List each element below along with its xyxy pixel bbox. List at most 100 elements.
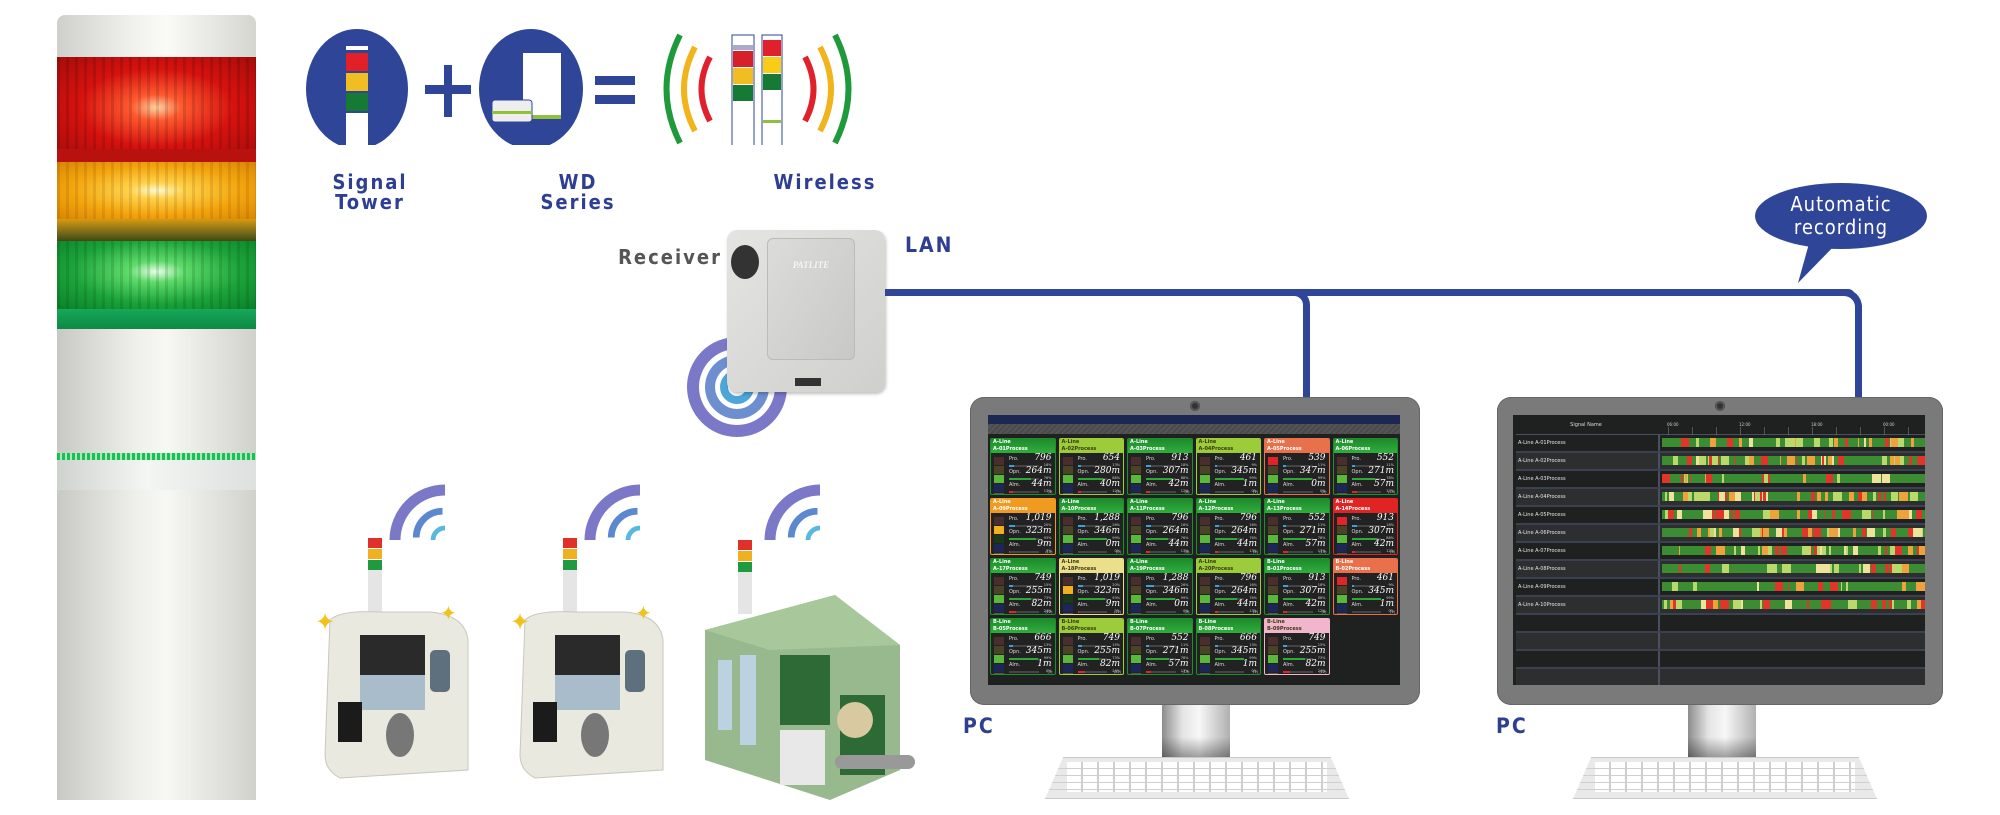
timeline-row[interactable]: A-Line A-05Process (1516, 507, 1925, 525)
timeline-row[interactable]: A-Line A-04Process (1516, 489, 1925, 507)
tile-lamp (994, 493, 1004, 494)
equation-icons (306, 29, 852, 145)
state-segment (1807, 510, 1813, 519)
timeline-row[interactable]: A-Line A-06Process (1516, 525, 1925, 543)
state-segment (1846, 582, 1848, 591)
timeline-row[interactable]: A-Line A-07Process (1516, 543, 1925, 561)
metric-bar-fill (1009, 611, 1017, 613)
tile-process-name: B-07Process (1130, 626, 1165, 632)
lan-cable-drop-right (1855, 305, 1862, 398)
state-segment (1775, 438, 1780, 447)
timeline-row[interactable]: A-Line A-01Process (1516, 435, 1925, 453)
tile-process-name: A-12Process (1198, 506, 1234, 512)
metric-bar (1146, 671, 1176, 673)
tile-line-name: A-Line (1061, 499, 1080, 505)
timeline-row[interactable]: A-Line A-08Process (1516, 561, 1925, 579)
timeline-row[interactable] (1516, 615, 1925, 633)
timeline-row[interactable]: A-Line A-02Process (1516, 453, 1925, 471)
timeline-row[interactable]: A-Line A-10Process (1516, 597, 1925, 615)
state-segment (1665, 492, 1668, 501)
metric-percent: 16% (1249, 583, 1257, 587)
state-segment (1734, 510, 1740, 519)
signal-name-cell: A-Line A-04Process (1516, 489, 1660, 505)
state-segment (1904, 510, 1912, 519)
metric-bar (1009, 525, 1039, 527)
signal-state-track (1662, 528, 1925, 537)
tile-lamp (1062, 553, 1073, 554)
tile-lamp (1131, 604, 1141, 612)
state-segment (1902, 582, 1907, 591)
state-segment (1701, 600, 1710, 609)
tile-lamp (1131, 475, 1141, 483)
metric-percent: 88% (1112, 476, 1120, 480)
metric-value: 307m (1368, 526, 1394, 536)
receiver-brand: PATLITE (792, 260, 830, 270)
metric-bar (1283, 671, 1313, 673)
metric-value: 44m (1031, 479, 1052, 489)
timeline-row[interactable]: A-Line A-09Process (1516, 579, 1925, 597)
metric-value: 749 (1034, 573, 1052, 583)
state-segment (1899, 492, 1908, 501)
metric-percent: 9% (1388, 583, 1394, 587)
metric-bar (1077, 465, 1107, 467)
metric-bar-fill (1077, 491, 1082, 493)
tile-alarm-count: (0) (1184, 610, 1190, 614)
timeline-row[interactable] (1516, 651, 1925, 669)
metric-bar-fill (1077, 658, 1100, 660)
metric-label: Opn. (1283, 589, 1295, 595)
state-segment (1670, 600, 1677, 609)
tile-lamp (1131, 646, 1141, 654)
timeline-row[interactable]: A-Line A-03Process (1516, 471, 1925, 489)
metric-bar-fill (1283, 645, 1288, 647)
tile-alarm-count: (22) (1045, 610, 1053, 614)
tile-line-name: A-Line (1198, 559, 1217, 565)
tile-lamp (1199, 577, 1210, 585)
signal-name-cell: A-Line A-07Process (1516, 543, 1660, 559)
state-segment (1711, 456, 1719, 465)
tile-lamp (1336, 475, 1347, 483)
state-segment (1807, 600, 1810, 609)
timeline-row[interactable] (1516, 633, 1925, 651)
tower-cap (57, 15, 256, 57)
tile-line-name: A-Line (993, 439, 1011, 445)
timeline-row[interactable] (1516, 669, 1925, 685)
state-segment (1779, 528, 1786, 537)
tile-lamp (1268, 577, 1278, 585)
signal-name-cell: A-Line A-03Process (1516, 471, 1660, 487)
metric-bar (1214, 551, 1244, 553)
metric-bar (1077, 611, 1107, 613)
tile-signal-indicator (1268, 637, 1278, 674)
signal-name-cell: A-Line A-01Process (1516, 435, 1660, 451)
metric-percent: 0% (1182, 609, 1189, 613)
wireless-signal-icon (584, 484, 641, 541)
